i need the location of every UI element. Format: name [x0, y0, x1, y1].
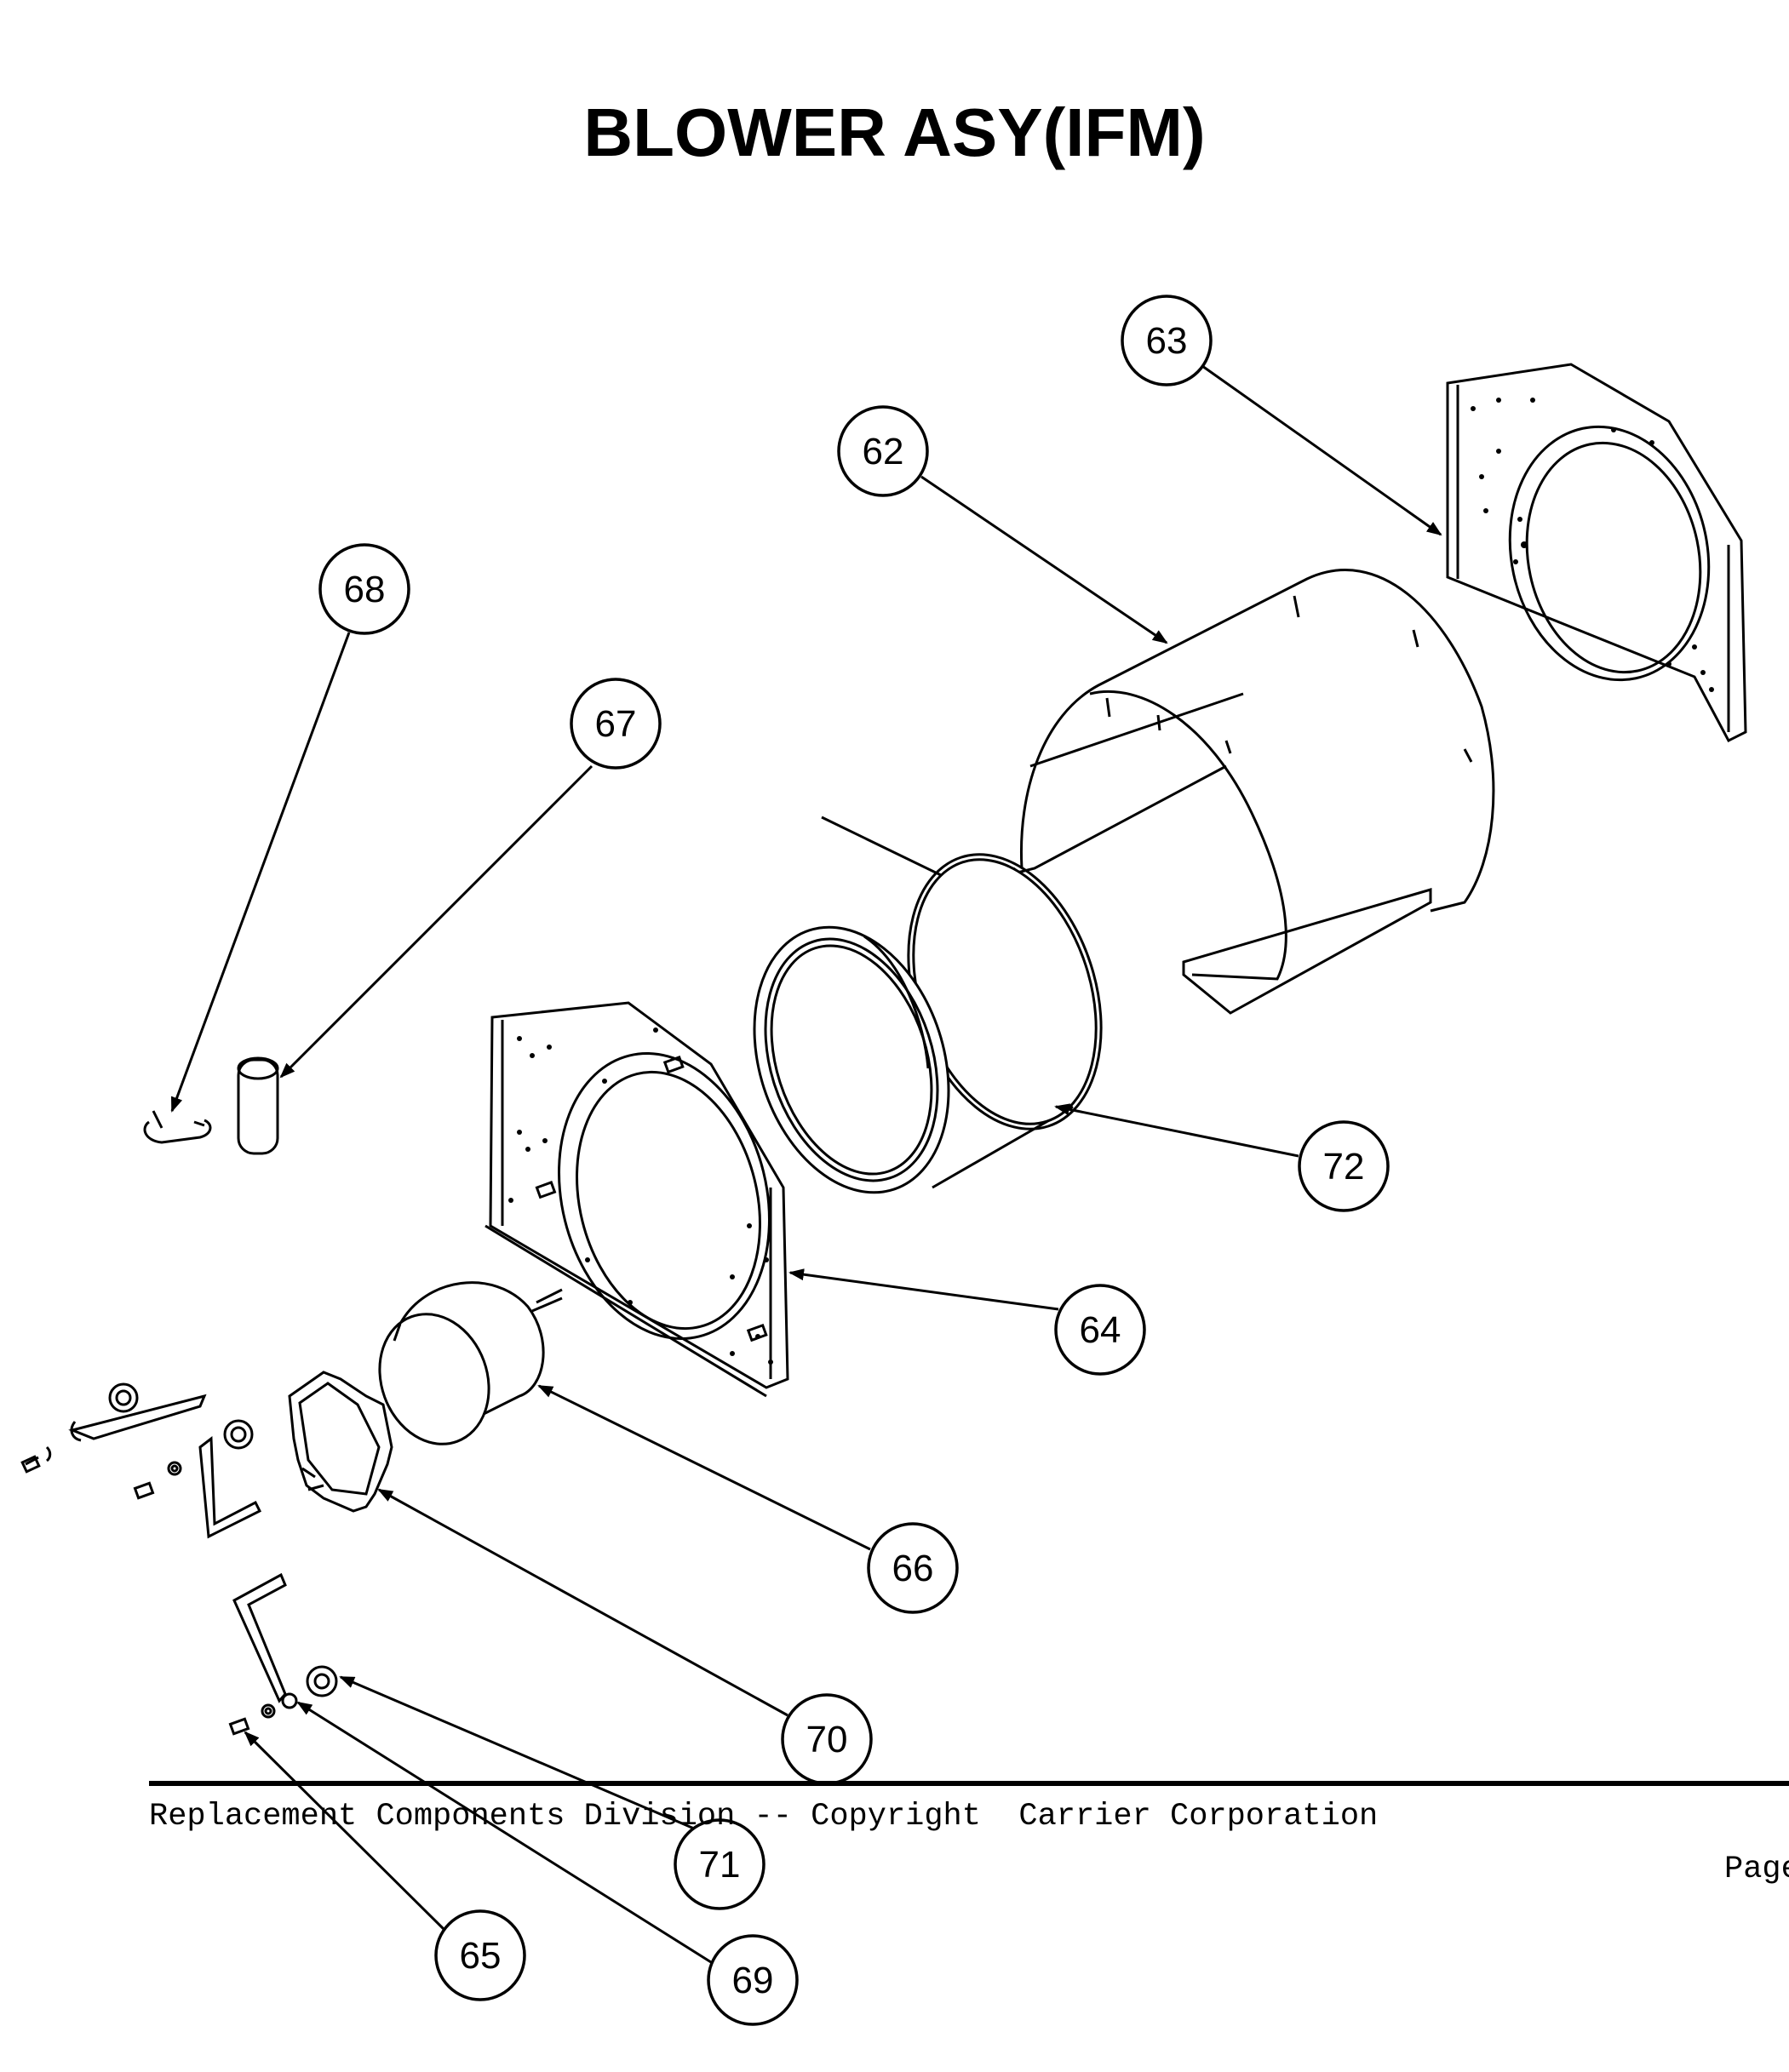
motor-mount-brackets [20, 1382, 262, 1539]
footer-copyright: Replacement Components Division -- Copyr… [149, 1799, 1379, 1834]
diagram-title: BLOWER ASY(IFM) [583, 94, 1206, 170]
callout-66: 66 [892, 1548, 934, 1589]
callout-68: 68 [344, 569, 386, 610]
lower-bracket-hardware [228, 1572, 338, 1736]
front-housing-panel-part-64 [485, 1001, 789, 1398]
motor-mount-ring-part-70 [288, 1371, 393, 1513]
blower-motor-part-66 [378, 1281, 563, 1445]
rear-housing-panel-part-63 [1446, 363, 1747, 742]
leader-lines [170, 364, 1442, 1964]
capacitor-part-67 [237, 1056, 279, 1155]
page-label: Page [1724, 1852, 1789, 1887]
callout-65: 65 [460, 1935, 502, 1977]
blower-wheel-part-72 [753, 816, 1103, 1194]
capacitor-strap-part-68 [143, 1110, 212, 1144]
callout-67: 67 [595, 703, 637, 745]
callout-64: 64 [1080, 1309, 1121, 1351]
callout-circles [318, 295, 1390, 2026]
callout-71: 71 [699, 1844, 741, 1886]
callout-72: 72 [1323, 1146, 1365, 1188]
footer-divider [149, 1781, 1789, 1786]
callout-70: 70 [806, 1719, 848, 1760]
callout-62: 62 [863, 431, 904, 472]
callout-69: 69 [732, 1960, 774, 2001]
callout-63: 63 [1146, 320, 1188, 362]
